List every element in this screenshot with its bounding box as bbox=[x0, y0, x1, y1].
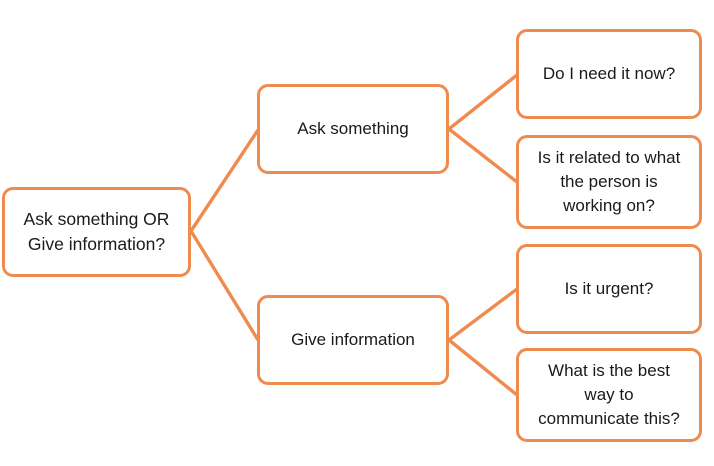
node-give-information[interactable]: Give information bbox=[257, 295, 449, 385]
node-ask-or-give[interactable]: Ask something OR Give information? bbox=[2, 187, 191, 277]
node-is-it-urgent[interactable]: Is it urgent? bbox=[516, 244, 702, 334]
node-label: Is it related to what the person is work… bbox=[537, 147, 681, 216]
edge-give-to-urgent bbox=[447, 287, 519, 342]
edge-ask-to-related bbox=[447, 127, 519, 184]
edge-root-to-give bbox=[189, 230, 260, 341]
edge-ask-to-need-now bbox=[447, 73, 519, 131]
node-label: Ask something bbox=[297, 118, 409, 138]
node-do-i-need-it-now[interactable]: Do I need it now? bbox=[516, 29, 702, 119]
node-label: Do I need it now? bbox=[542, 63, 676, 83]
node-label: Give information bbox=[291, 329, 415, 349]
edge-root-to-ask bbox=[189, 129, 260, 232]
node-label: Is it urgent? bbox=[564, 278, 654, 298]
node-label: What is the best way to communicate this… bbox=[538, 360, 680, 429]
node-is-it-related-to-work[interactable]: Is it related to what the person is work… bbox=[516, 135, 702, 229]
node-ask-something[interactable]: Ask something bbox=[257, 84, 449, 174]
edge-give-to-best-way bbox=[447, 338, 519, 397]
node-label: Ask something OR Give information? bbox=[23, 209, 170, 254]
node-best-way-to-communicate[interactable]: What is the best way to communicate this… bbox=[516, 348, 702, 442]
